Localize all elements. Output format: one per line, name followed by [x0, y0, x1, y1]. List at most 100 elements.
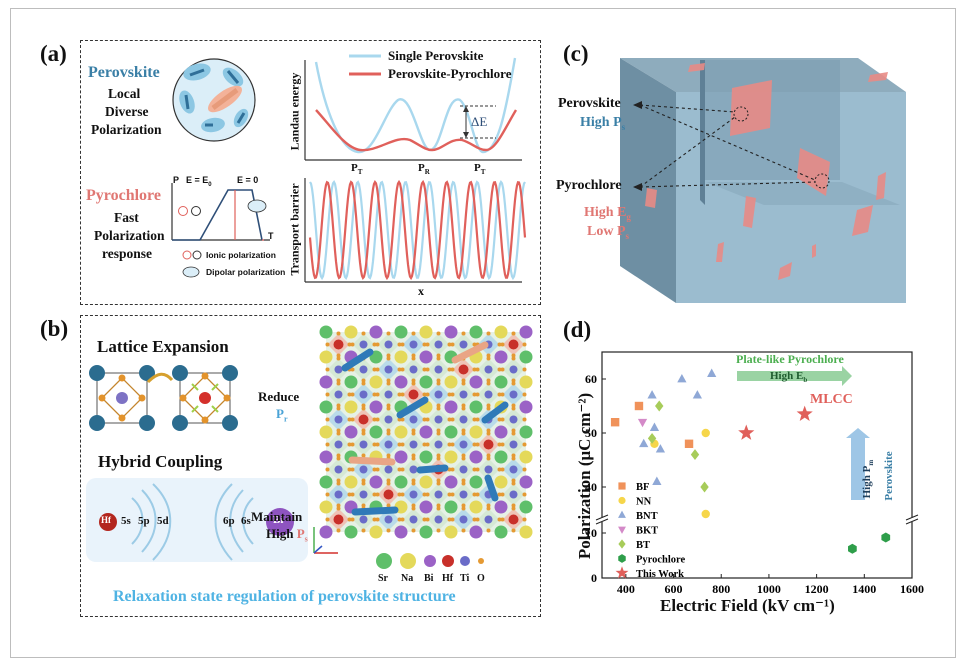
y-tick-label: 40	[585, 480, 597, 494]
data-point	[634, 401, 644, 411]
data-point	[738, 424, 755, 440]
data-point	[647, 390, 657, 399]
element-hf: Hf	[442, 573, 454, 584]
annotation-perovskite: Perovskite	[883, 451, 895, 501]
mini-e-zero: E = 0	[237, 175, 259, 185]
panel-d-label: (d)	[563, 317, 592, 342]
data-point	[796, 405, 813, 421]
hybrid-title: Hybrid Coupling	[98, 452, 223, 471]
lattice-title: Lattice Expansion	[97, 337, 229, 356]
orbital-5p: 5p	[138, 515, 150, 527]
crystal-structure	[319, 325, 533, 539]
perovskite-desc-2: Diverse	[105, 104, 149, 119]
delta-e-label: ΔE	[471, 114, 488, 129]
data-point	[690, 449, 700, 461]
series-bkt	[637, 418, 648, 428]
data-point	[649, 422, 660, 431]
legend-label: Pyrochlore	[636, 555, 686, 566]
element-o: O	[477, 573, 485, 584]
figure-frame	[10, 8, 956, 658]
annotation-high-eb: High Eb	[770, 370, 808, 385]
y-tick-label: 50	[585, 426, 597, 440]
legend-marker	[618, 554, 626, 563]
tick-pr: PR	[418, 162, 430, 177]
domain-ellipses	[179, 63, 249, 133]
cube-pyrochlore-label: Pyrochlore	[556, 178, 622, 193]
high-label: High Ps	[266, 526, 308, 544]
transport-xlabel: x	[418, 284, 424, 298]
legend-marker	[618, 510, 626, 518]
element-na: Na	[401, 573, 414, 584]
legend-hybrid: Perovskite-Pyrochlore	[388, 66, 512, 81]
data-point	[652, 476, 662, 485]
panel-b-footer: Relaxation state regulation of perovskit…	[113, 588, 456, 605]
lattice-cell-after	[172, 365, 238, 431]
legend-marker	[618, 496, 626, 505]
mini-axis-t: T	[268, 231, 274, 241]
data-point	[610, 418, 620, 427]
data-point	[701, 509, 710, 519]
panel-b-box	[80, 315, 541, 617]
data-point	[655, 444, 666, 453]
series-bnt	[639, 368, 717, 485]
annotation-mlcc: MLCC	[810, 392, 853, 407]
reduce-label: Reduce	[258, 389, 300, 404]
x-tick-label: 1400	[852, 582, 876, 596]
legend-single: Single Perovskite	[388, 48, 484, 63]
series-bf	[610, 401, 694, 448]
element-ti: Ti	[460, 573, 470, 584]
y-tick-label: 10	[585, 526, 597, 540]
x-tick-label: 400	[617, 582, 635, 596]
mini-axis-p: P	[173, 175, 180, 185]
chart-ylabel: Polarization (μC cm⁻²)	[575, 392, 594, 560]
data-point	[848, 543, 857, 554]
data-point	[637, 418, 648, 428]
data-point	[639, 438, 649, 448]
perovskite-desc-1: Local	[108, 86, 141, 101]
pyrochlore-desc-3: response	[102, 246, 153, 261]
element-bi: Bi	[424, 573, 434, 584]
orbital-6s: 6s	[241, 515, 251, 527]
perovskite-desc-3: Polarization	[91, 122, 162, 137]
legend-label: BNT	[636, 511, 658, 522]
high-pm-arrow	[846, 428, 870, 500]
pyrochlore-desc-2: Polarization	[94, 228, 165, 243]
series-nn	[650, 428, 710, 519]
data-point	[647, 432, 657, 444]
orbital-5s: 5s	[121, 515, 131, 527]
panel-b-label: (b)	[40, 316, 69, 341]
maintain-label: Maintain	[251, 509, 303, 524]
pr-label: Pr	[276, 406, 288, 424]
legend-label: BT	[636, 540, 650, 551]
legend-label: BKT	[636, 526, 658, 537]
orbital-hf: Hf	[101, 515, 111, 525]
data-point	[707, 368, 717, 377]
data-point	[655, 400, 664, 412]
cube-high-ps: High Ps	[580, 115, 626, 132]
chart-xlabel: Electric Field (kV cm⁻¹)	[660, 596, 835, 615]
cube-low-ps: Low Ps	[587, 224, 630, 241]
pyrochlore-desc-1: Fast	[114, 210, 139, 225]
lattice-cell-before	[89, 365, 155, 431]
panel-a-label: (a)	[40, 41, 67, 66]
data-point	[881, 532, 891, 543]
cube-high-eg: High Eg	[584, 205, 631, 222]
legend-label: NN	[636, 497, 652, 508]
high-eb-arrow	[737, 366, 852, 386]
data-point	[700, 481, 709, 493]
x-tick-label: 600	[665, 582, 683, 596]
legend-label: BF	[636, 482, 649, 493]
annotation-plate-like: Plate-like Pyrochlore	[736, 352, 844, 366]
series-this-work	[738, 405, 813, 440]
data-point	[692, 390, 703, 399]
orbital-6p: 6p	[223, 515, 235, 527]
landau-energy-plot	[304, 54, 522, 161]
data-point	[701, 428, 710, 438]
polarization-response-plot	[171, 183, 270, 278]
x-tick-label: 1200	[805, 582, 829, 596]
panel-a-box	[80, 40, 541, 305]
